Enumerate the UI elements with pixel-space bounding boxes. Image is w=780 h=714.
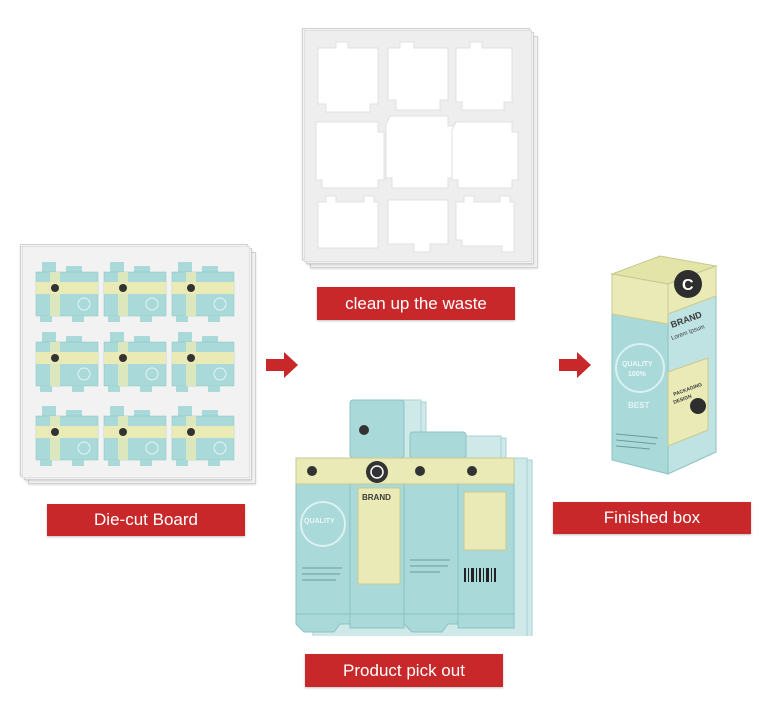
board-box-layout — [171, 262, 235, 322]
flat-box: BRAND QUALITY — [295, 399, 515, 633]
board-box-layout — [35, 332, 99, 392]
product-pick-out-label: Product pick out — [305, 654, 503, 687]
right-arrow-icon — [559, 352, 591, 378]
right-arrow-icon — [266, 352, 298, 378]
board-box-layout — [35, 406, 99, 466]
board-box-layout — [35, 262, 99, 322]
finished-box-quality-text: QUALITY — [622, 361, 653, 368]
c-logo-icon — [674, 270, 702, 298]
waste-label: clean up the waste — [317, 287, 515, 320]
flat-box-stack: BRAND QUALITY — [295, 399, 533, 636]
board-box-layout — [171, 406, 235, 466]
board-box-layout — [103, 406, 167, 466]
finished-box: C BRAND Lorem Ipsum QUALITY 100% BEST PA… — [610, 255, 718, 475]
board-box-layout — [171, 332, 235, 392]
board-box-layout — [103, 332, 167, 392]
waste-sheet-stack — [300, 26, 540, 270]
finished-box-best-text: BEST — [628, 401, 649, 410]
finished-box-percent-text: 100% — [628, 371, 647, 378]
finished-box-label: Finished box — [553, 502, 751, 534]
waste-sheet — [304, 30, 532, 262]
die-cut-board-stack — [18, 242, 258, 486]
flat-box-brand-text: BRAND — [362, 493, 391, 502]
finished-box-logo-letter: C — [682, 277, 694, 294]
flat-box-quality-text: QUALITY — [304, 518, 335, 525]
board-box-layout — [103, 262, 167, 322]
die-cut-board-label: Die-cut Board — [47, 504, 245, 536]
die-cut-board — [22, 246, 250, 478]
